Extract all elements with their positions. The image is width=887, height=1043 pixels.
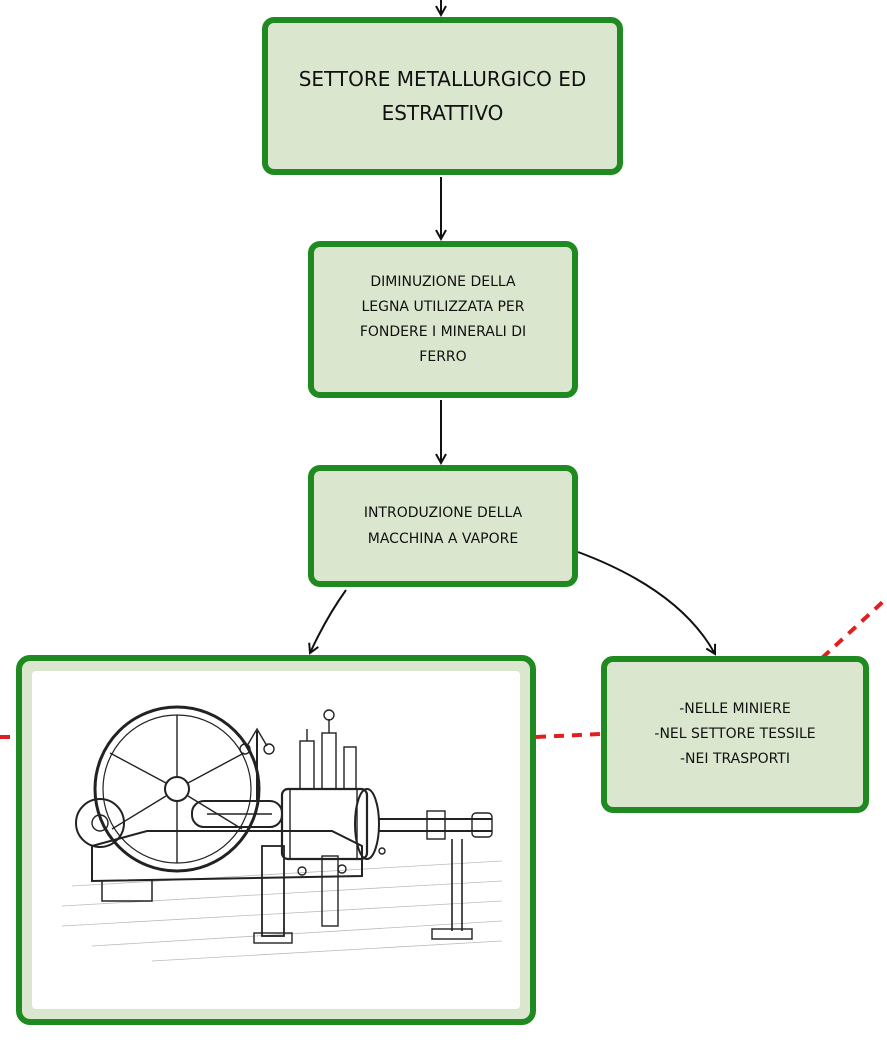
dashed-link-top-right bbox=[820, 596, 887, 660]
node-utilizzi-label: -NELLE MINIERE -NEL SETTORE TESSILE -NEI… bbox=[654, 701, 816, 767]
steam-engine-illustration bbox=[61, 705, 503, 962]
node-settore-label: SETTORE METALLURGICO ED ESTRATTIVO bbox=[298, 67, 587, 125]
flywheel-rim bbox=[93, 705, 261, 873]
dashed-link-image-utilizzi bbox=[535, 732, 602, 739]
node-introduzione-label: INTRODUZIONE DELLA MACCHINA A VAPORE bbox=[363, 505, 523, 547]
node-steam-engine-image[interactable] bbox=[16, 655, 536, 1025]
node-diminuzione-legna[interactable]: DIMINUZIONE DELLA LEGNA UTILIZZATA PER F… bbox=[308, 241, 578, 398]
node-diminuzione-label: DIMINUZIONE DELLA LEGNA UTILIZZATA PER F… bbox=[359, 273, 527, 365]
node-settore-metallurgico[interactable]: SETTORE METALLURGICO ED ESTRATTIVO bbox=[262, 17, 623, 175]
arrow-introduzione-image bbox=[310, 589, 347, 653]
image-frame bbox=[32, 671, 520, 1009]
node-utilizzi[interactable]: -NELLE MINIERE -NEL SETTORE TESSILE -NEI… bbox=[601, 656, 869, 813]
node-macchina-vapore[interactable]: INTRODUZIONE DELLA MACCHINA A VAPORE bbox=[308, 465, 578, 587]
arrow-introduzione-utilizzi bbox=[577, 551, 715, 654]
